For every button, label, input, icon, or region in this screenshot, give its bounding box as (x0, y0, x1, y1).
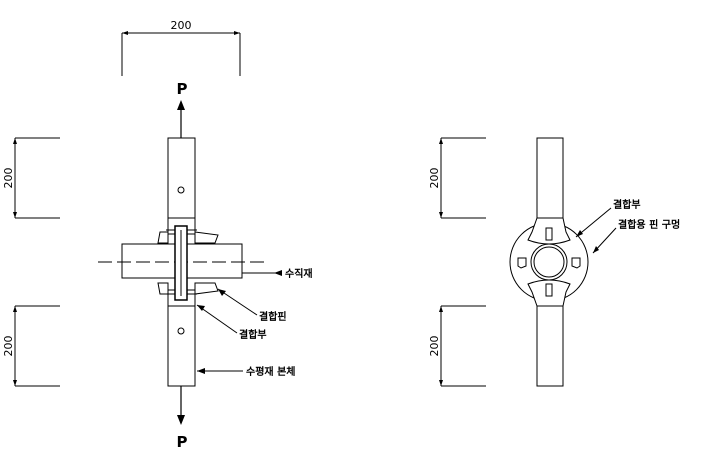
label-coupling-part: 결합부 (239, 328, 267, 341)
dimension-right-upper (440, 137, 486, 219)
upper-member (536, 137, 564, 219)
upper-horizontal-member (167, 137, 196, 219)
bolt-hole-lower (177, 327, 185, 335)
dimension-right-lower (440, 305, 486, 387)
dimension-left-upper (14, 137, 60, 219)
label-vertical-member: 수직재 (285, 267, 313, 280)
dimension-top (121, 32, 241, 76)
leader-coupling-pin (217, 288, 258, 316)
force-label-top: P (177, 80, 188, 98)
force-label-bottom: P (177, 433, 188, 451)
lower-member (536, 305, 564, 387)
label-right-coupling-part: 결합부 (613, 198, 641, 211)
lower-wedge-right (194, 282, 219, 295)
arrow-coupling-part (197, 305, 205, 311)
arrow-right-coupling-part (576, 230, 583, 237)
dimension-left-lower-label: 200 (2, 336, 15, 357)
upper-wedge-left (157, 231, 169, 244)
pin-hole-right (571, 257, 581, 269)
left-view (14, 32, 282, 387)
leader-right-coupling-part (575, 207, 612, 238)
arrow-coupling-pin (218, 289, 226, 296)
arrow-vertical-member (274, 270, 282, 276)
dimension-top-label: 200 (171, 19, 192, 32)
force-arrow-down-icon (177, 415, 185, 425)
force-arrow-up-icon (177, 100, 185, 110)
lower-horizontal-member (167, 305, 196, 387)
dimension-left-upper-label: 200 (2, 168, 15, 189)
upper-wedge-right (194, 231, 219, 244)
label-right-pin-hole: 결합용 핀 구멍 (618, 218, 680, 231)
bolt-hole-upper (177, 186, 185, 194)
arrow-right-pin-hole (593, 246, 599, 253)
dimension-right-lower-label: 200 (428, 336, 441, 357)
label-coupling-pin: 결합핀 (259, 310, 287, 323)
post-inner-ring (533, 246, 565, 278)
lower-wedge-left (157, 282, 169, 295)
dimension-left-lower (14, 305, 60, 387)
leader-coupling-part (196, 304, 238, 334)
arrow-horizontal-body (197, 368, 205, 374)
pin-hole-left (517, 257, 527, 269)
dimension-right-upper-label: 200 (428, 168, 441, 189)
label-horizontal-body: 수평재 본체 (246, 365, 295, 378)
right-view (440, 137, 617, 387)
